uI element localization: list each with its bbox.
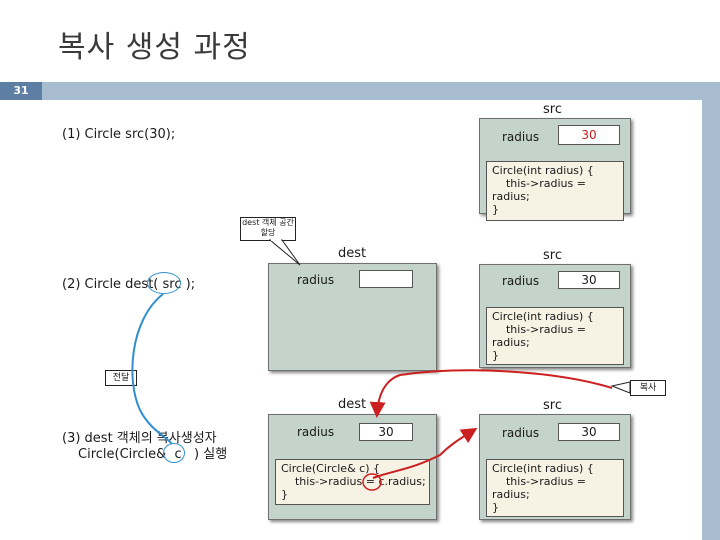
copy-callout: 복사 bbox=[630, 380, 666, 396]
step3-c-arg-circle bbox=[163, 443, 185, 463]
step3-src-radius-field: 30 bbox=[558, 423, 620, 441]
step3-dest-radius-field: 30 bbox=[359, 423, 413, 441]
step2-src-object: radius 30 Circle(int radius) { this->rad… bbox=[479, 264, 631, 368]
step1-src-object: radius 30 Circle(int radius) { this->rad… bbox=[479, 118, 631, 221]
step3-src-radius-label: radius bbox=[502, 426, 540, 440]
alloc-callout: dest 객체 공간 할당 bbox=[240, 217, 296, 241]
step1-src-radius-field: 30 bbox=[558, 125, 620, 145]
step3-dest-copy-constructor: Circle(Circle& c) { this->radius = c.rad… bbox=[275, 459, 430, 505]
step1-src-label: src bbox=[543, 102, 562, 117]
step3-dest-label: dest bbox=[338, 397, 367, 412]
step2-src-arg-circle bbox=[147, 272, 181, 294]
step1-src-int-constructor: Circle(int radius) { this->radius = radi… bbox=[486, 161, 624, 221]
pass-curve bbox=[131, 293, 173, 445]
step3-dest-radius-label: radius bbox=[297, 425, 335, 439]
step3-src-object: radius 30 Circle(int radius) { this->rad… bbox=[479, 414, 631, 520]
step2-dest-label: dest bbox=[338, 246, 367, 261]
step-1-text: (1) Circle src(30); bbox=[62, 127, 176, 142]
pass-callout: 전달 bbox=[105, 370, 137, 386]
side-bar bbox=[702, 100, 720, 540]
step3-dest-object: radius 30 Circle(Circle& c) { this->radi… bbox=[268, 414, 437, 520]
step3-src-label: src bbox=[543, 398, 562, 413]
step3-src-int-constructor: Circle(int radius) { this->radius = radi… bbox=[486, 459, 624, 517]
slide-title: 복사 생성 과정 bbox=[58, 30, 251, 65]
alloc-callout-pointer bbox=[268, 239, 301, 266]
page-number: 31 bbox=[0, 82, 42, 100]
step2-src-radius-field: 30 bbox=[558, 271, 620, 289]
copy-ctor-c-highlight bbox=[362, 473, 382, 491]
step2-dest-radius-field bbox=[359, 270, 413, 288]
header-bar bbox=[0, 82, 720, 100]
step-3-text-line1: (3) dest 객체의 복사생성자 bbox=[62, 431, 217, 446]
c-radius-arrow bbox=[372, 427, 478, 479]
step2-dest-radius-label: radius bbox=[297, 273, 335, 287]
step1-src-radius-label: radius bbox=[502, 130, 540, 144]
step2-src-int-constructor: Circle(int radius) { this->radius = radi… bbox=[486, 307, 624, 365]
step2-dest-object: radius bbox=[268, 263, 437, 371]
step2-src-label: src bbox=[543, 248, 562, 263]
copy-arrow bbox=[369, 369, 613, 418]
step2-src-radius-label: radius bbox=[502, 274, 540, 288]
copy-callout-pointer bbox=[610, 381, 631, 394]
